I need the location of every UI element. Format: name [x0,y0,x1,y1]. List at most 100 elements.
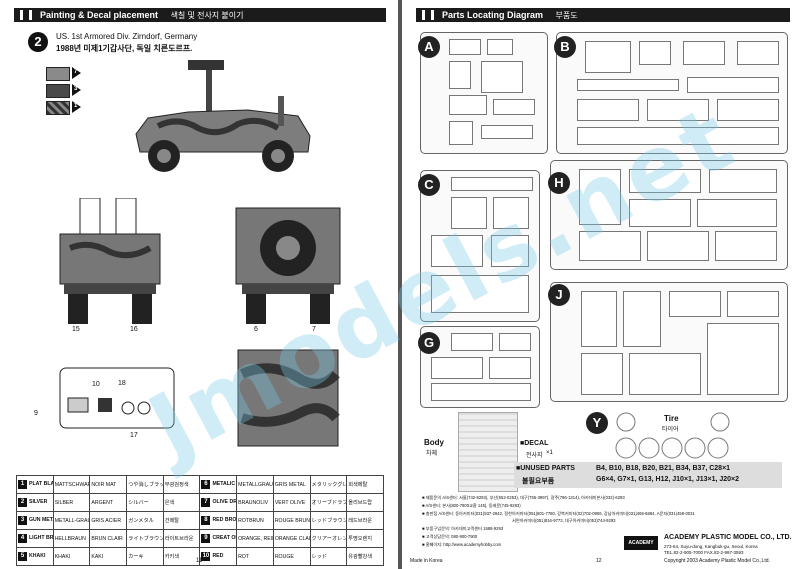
tire-5 [661,437,683,459]
sprue-label-y: Y [586,412,608,434]
jeep-rear-view [235,207,341,324]
paint-name-translation: 회색메탈 [346,475,384,494]
unused-line-2: G6×4, G7×1, G13, H12, J10×1, J13×1, J20×… [596,476,740,483]
paint-name-translation: ROUGE [272,547,311,566]
paint-name: RED [212,553,224,559]
paint-number: 5 [18,552,27,561]
paint-name-translation: BRUN CLAIR [89,529,128,548]
painting-header-subtitle: 색칠 및 전사지 붙이기 [170,11,244,20]
gun-mount [206,70,212,116]
front-bumper [64,284,156,294]
callout-10: 10 [92,381,100,388]
rear-tire-right [310,294,330,324]
callout-15: 15 [72,326,80,333]
header-bars-icon [422,10,434,20]
parts-header-subtitle: 부품도 [555,11,578,20]
swatch-olive [46,67,70,81]
sprue-g [420,326,540,408]
sprue-label-j: J [548,284,570,306]
callout-16: 16 [130,326,138,333]
caption-line-2: 1988년 미제1기갑사단, 독일 치른도르프. [56,44,193,53]
unused-parts-box: ■UNUSED PARTS 불필요부품 B4, B10, B18, B20, B… [514,462,782,488]
company-name: ACADEMY PLASTIC MODEL CO., LTD. [664,534,792,541]
sprue-label-h: H [548,172,570,194]
paint-name-translation: 올리브드랍 [346,493,384,512]
paint-name-translation: 레드브라운 [346,511,384,530]
sprue-label-c: C [418,174,440,196]
paint-name-translation: カーキ [126,547,164,566]
sprue-c [420,170,540,322]
paint-name: GUN METAL [29,517,53,523]
academy-logo: ACADEMY [624,536,658,550]
antenna-base [278,96,284,126]
dashboard-view [59,367,175,429]
paint-name-translation: METALL-GRAU [52,511,91,530]
paint-name-translation: 건메탈 [162,511,201,530]
paint-number: 4 [18,534,27,543]
paint-name-translation: GRIS METAL [272,475,311,494]
callout-18: 18 [118,380,126,387]
tires-group [615,412,730,459]
paint-name-translation: 은색 [162,493,201,512]
paint-number: 8 [201,516,211,525]
paint-name: CREAT ORANGE [212,535,236,541]
paint-name-translation: ROTBRUN [236,511,274,530]
paint-name-translation: ガンメタル [126,511,164,530]
paint-name-translation: HELLBRAUN [52,529,91,548]
tire-7 [707,437,729,459]
made-in: Made in Korea [410,558,443,564]
paint-name: LIGHT BROWN [29,535,54,541]
left-page-number: 11 [196,558,203,564]
paint-name-translation: ORANGE, REIN [236,529,274,548]
paint-name-translation: シルバー [126,493,164,512]
front-tire-right [132,294,152,324]
unused-title-ko: 불필요부품 [522,478,555,485]
paint-name-translation: 카키색 [162,547,201,566]
jeep-front-view [59,198,161,324]
paint-number: 10 [201,552,211,561]
paint-name-translation: KAKI [89,547,128,566]
paint-name-translation: 라이트브라운 [162,529,201,548]
parts-page: Parts Locating Diagram 부품도 A B C [402,0,800,569]
tire-2 [710,412,730,432]
tire-1 [616,412,636,432]
paint-name: OLIVE DRAB [212,499,237,505]
tire-6 [684,437,706,459]
contact-info: ■ 제품문의 A/S센터: 서울(742-9293), 부산(552-0253)… [422,494,722,549]
paint-name-translation: レッドブラウン [309,511,348,530]
paint-name-translation: 유광빨강색 [346,547,384,566]
paint-name-translation: BRAUNOLIV [236,493,274,512]
paint-name-translation: つや消しブラック [126,475,164,494]
contact-line: ■ A/S센터: 본사(800-7900교환 145), 동래문(745-929… [422,502,521,508]
contact-line: ■ 홈페이지: http://www.academyhobby.com [422,541,502,547]
header-bars-icon [20,10,32,20]
sprue-label-g: G [418,332,440,354]
paint-name-translation: METALLGRAU [236,475,274,494]
sprue-a [420,32,548,154]
paint-name-translation: KHAKI [52,547,91,566]
copyright: Copyright 2003 Academy Plastic Model Co.… [664,558,770,564]
paint-name: PLAT BLACK [29,481,52,487]
paint-name: SILVER [29,499,48,505]
callout-7: 7 [312,326,316,333]
jeep-side-view [135,60,311,172]
sprue-label-b: B [554,36,576,58]
painting-header-title: Painting & Decal placement [40,10,159,20]
painting-page: Painting & Decal placement 색칠 및 전사지 붙이기 … [0,0,398,569]
parts-header: Parts Locating Diagram 부품도 [416,8,790,22]
paint-number: 9 [201,534,211,543]
paint-name-translation: オリーブドラブ [309,493,348,512]
paint-name-translation: 무광검정색 [162,475,201,494]
swatch-gunmetal [46,84,70,98]
right-page-number: 12 [596,558,602,564]
paint-name: RED BROWN [212,517,237,523]
paint-name: METALIC GRAY [212,481,236,487]
paint-name-translation: ライトブラウン [126,529,164,548]
swatch-marker-1: 1 [72,101,81,113]
callout-9: 9 [34,410,38,417]
